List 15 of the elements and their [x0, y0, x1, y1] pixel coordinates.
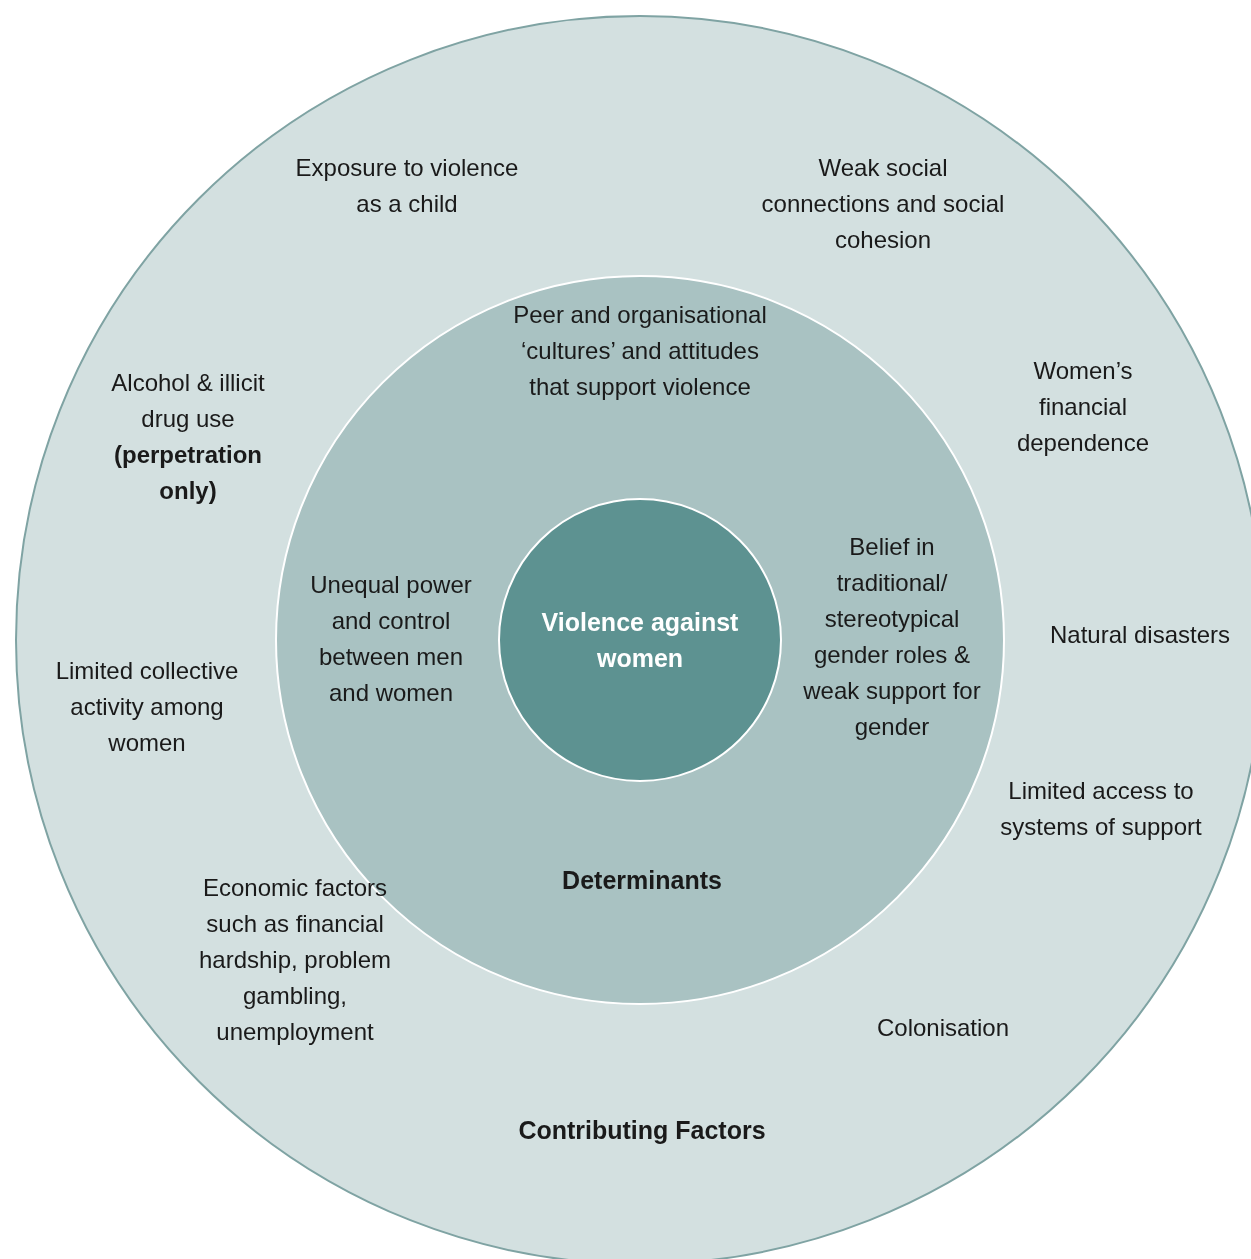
factor-label: Economic factors such as financial hardship, problem gambling, unemployment	[197, 873, 393, 1047]
factor-label: Weak social connections and social cohesion	[760, 153, 1006, 255]
factor-label: Colonisation	[875, 1013, 1011, 1043]
factor-label: Alcohol & illicit drug use (perpetration only)	[110, 368, 266, 506]
ring-title: Determinants	[561, 865, 723, 896]
factor-label: Peer and organisational ‘cultures’ and attitudes that support violence	[512, 300, 768, 402]
factor-label: Exposure to violence as a child	[294, 153, 520, 219]
factor-label: Limited access to systems of support	[999, 776, 1203, 842]
factor-label: Natural disasters	[1048, 620, 1232, 650]
factor-label: Limited collective activity among women	[54, 656, 240, 758]
factor-label: Women’s financial dependence	[1015, 356, 1151, 458]
center-title: Violence against women	[540, 607, 740, 674]
factor-label: Belief in traditional/ stereotypical gender roles & weak support for gender	[802, 532, 982, 742]
factor-label: Unequal power and control between men and women	[309, 570, 473, 708]
ring-title: Contributing Factors	[517, 1115, 767, 1146]
